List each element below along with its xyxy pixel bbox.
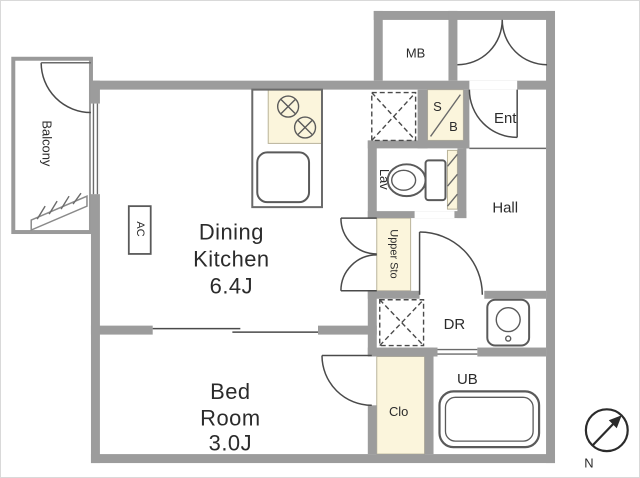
counter-outline	[251, 88, 323, 209]
porch-doors	[457, 19, 548, 66]
compass-icon: N	[584, 408, 629, 471]
dk-label-line1: Dining	[199, 220, 264, 245]
entrance-opening	[469, 80, 518, 90]
sb-label-s: S	[433, 99, 442, 114]
hall: Hall	[418, 200, 518, 295]
lav-door-opening	[414, 211, 455, 219]
balcony-window	[92, 103, 99, 195]
balcony-window-opening	[90, 103, 100, 195]
compass-n-label: N	[584, 456, 593, 471]
unit-bath: UB	[437, 348, 541, 449]
closet: Clo	[389, 404, 408, 419]
ac-label: AC	[134, 221, 146, 236]
bedroom: Bed Room 3.0J	[152, 327, 372, 456]
clo-label: Clo	[389, 404, 408, 419]
balcony: Balcony	[11, 56, 93, 235]
bedroom-label-line2: Room	[200, 406, 260, 431]
washbasin-icon	[486, 298, 531, 347]
dr-door-arc	[419, 231, 484, 295]
sb-slash	[429, 94, 461, 137]
mb-label: MB	[406, 45, 425, 60]
balcony-door-arc	[40, 62, 91, 114]
dk-double-doors	[340, 217, 377, 292]
balcony-divider-hatch	[30, 192, 88, 232]
dressing-room: DR	[379, 298, 531, 347]
balcony-label: Balcony	[40, 120, 55, 167]
sb-label-b: B	[449, 119, 458, 134]
lav-cabinet-hatch	[446, 153, 458, 207]
sink-icon	[256, 151, 311, 204]
dr-label: DR	[444, 316, 466, 333]
bedroom-door-arc	[321, 355, 372, 407]
kitchen-counter	[251, 88, 323, 209]
lav-label: Lav	[377, 169, 392, 190]
dining-kitchen: Dining Kitchen 6.4J	[193, 220, 270, 299]
upper-sto-label: Upper Sto	[388, 229, 400, 278]
porch-door-arc-left	[457, 19, 503, 66]
entrance: Ent	[468, 89, 547, 150]
ent-label: Ent	[494, 110, 517, 127]
entrance-door-arc	[468, 89, 518, 139]
bathtub-icon	[438, 390, 541, 449]
meter-box: MB	[406, 45, 425, 60]
shoe-box: S B	[429, 94, 461, 137]
dk-door-arc-top	[340, 218, 377, 255]
stove-icon	[276, 95, 317, 139]
walls	[90, 10, 556, 464]
washer-space	[379, 299, 425, 347]
upper-storage: Upper Sto	[388, 229, 400, 278]
bedroom-area-label: 3.0J	[209, 431, 252, 456]
ub-label: UB	[457, 371, 478, 388]
stove-area	[267, 89, 323, 144]
dk-label-line2: Kitchen	[193, 246, 270, 271]
toilet-icon	[386, 159, 447, 202]
ac-unit: AC	[127, 205, 152, 255]
dk-door-arc-bottom	[340, 254, 377, 291]
sliding-door	[152, 327, 319, 333]
fridge-space	[371, 91, 417, 142]
hall-label: Hall	[492, 200, 518, 217]
bedroom-label-line1: Bed	[210, 379, 250, 404]
lavatory: Lav	[377, 153, 458, 207]
porch-door-arc-right	[501, 19, 548, 66]
dk-area-label: 6.4J	[210, 273, 253, 298]
